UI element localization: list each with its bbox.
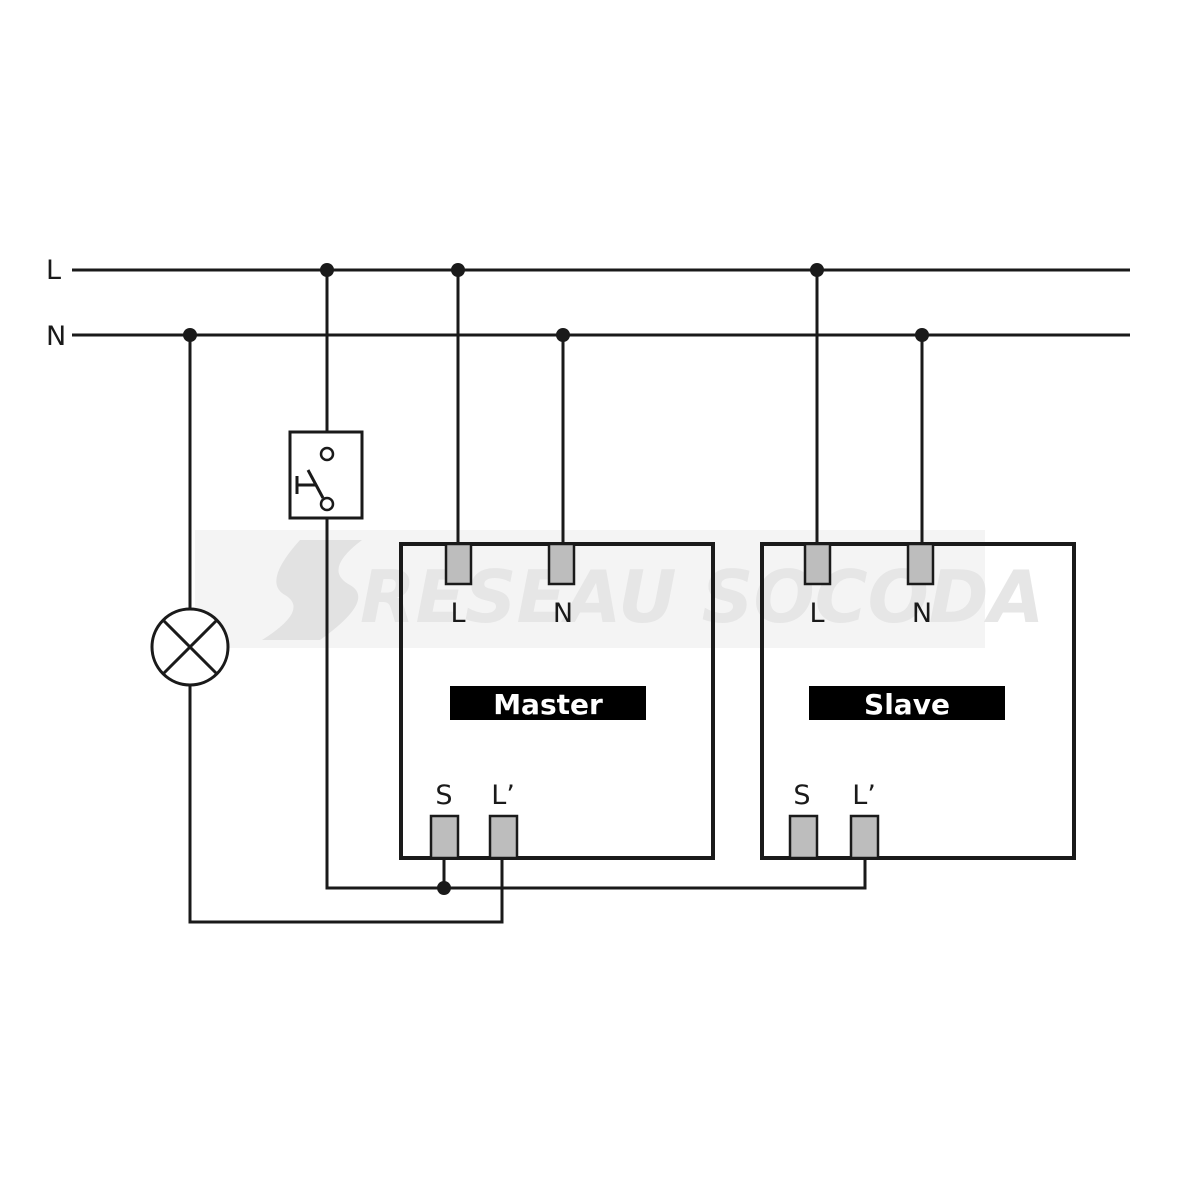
master-terminal-s-label: S <box>435 780 452 811</box>
slave-terminal-n-label: N <box>912 598 932 629</box>
slave-terminal-s-label: S <box>793 780 810 811</box>
junction-dot <box>556 328 570 342</box>
junction-dot <box>183 328 197 342</box>
slave-terminal-n <box>906 542 935 586</box>
master-terminal-s <box>429 814 460 860</box>
master-module: L N Master S L’ <box>399 542 715 860</box>
master-terminal-l-label: L <box>450 598 465 629</box>
junction-dot <box>437 881 451 895</box>
slave-name-bar <box>809 686 1005 720</box>
master-terminal-l <box>444 542 473 586</box>
lamp-wire <box>188 335 504 924</box>
slave-s-link-wire <box>444 858 867 890</box>
slave-terminal-lprime-label: L’ <box>852 780 876 811</box>
master-name-bar <box>450 686 646 720</box>
master-name: Master <box>493 688 603 721</box>
junction-dot <box>320 263 334 277</box>
pushbutton-switch-icon <box>288 430 364 520</box>
master-terminal-n-label: N <box>553 598 573 629</box>
junction-dot <box>915 328 929 342</box>
lamp-icon <box>150 607 230 687</box>
slave-terminal-l-label: L <box>809 598 824 629</box>
master-terminal-n <box>547 542 576 586</box>
switch-output-wire <box>325 508 446 890</box>
slave-module: L N Slave S L’ <box>760 542 1076 860</box>
junction-dot <box>451 263 465 277</box>
slave-terminal-lprime <box>849 814 880 860</box>
master-terminal-lprime-label: L’ <box>491 780 515 811</box>
neutral-rail-label: N <box>46 321 66 352</box>
slave-terminal-s <box>788 814 819 860</box>
master-terminal-lprime <box>488 814 519 860</box>
slave-name: Slave <box>864 688 950 721</box>
slave-terminal-l <box>803 542 832 586</box>
watermark-logo-s <box>262 540 362 640</box>
junction-dot <box>810 263 824 277</box>
line-rail-label: L <box>46 255 61 286</box>
